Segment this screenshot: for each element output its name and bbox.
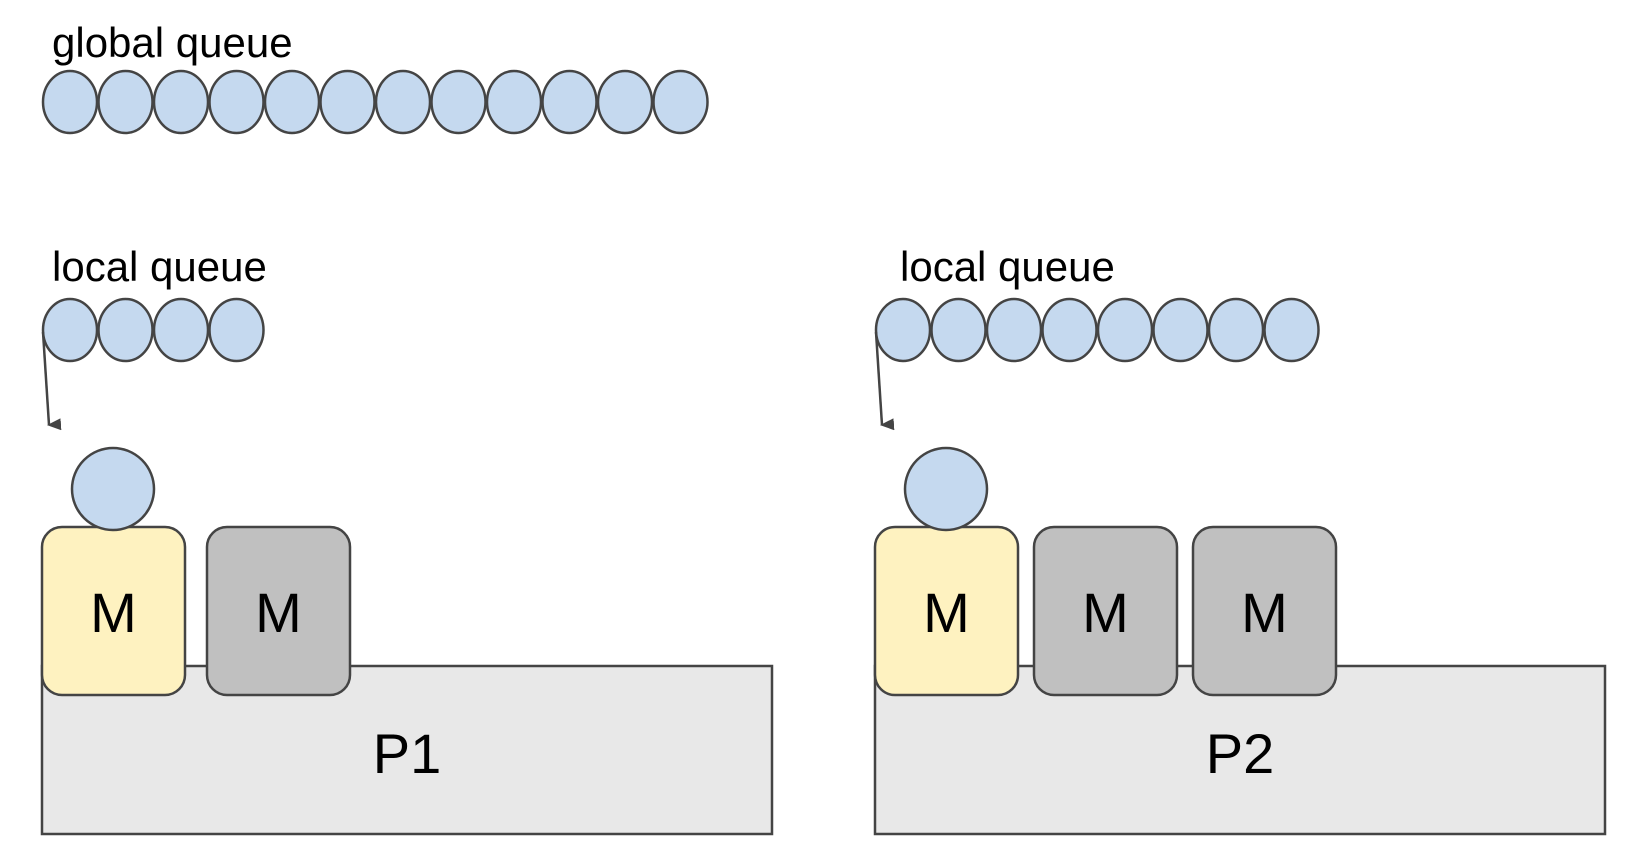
p2-local-queue-goroutine-5 (1096, 297, 1154, 363)
processor-p2: P2 M M M (873, 297, 1607, 836)
p2-thread-2-idle (1032, 525, 1179, 697)
p2-thread-1-label: M (923, 581, 970, 644)
global-queue-label: global queue (52, 19, 293, 66)
global-queue-goroutine-11 (596, 69, 654, 135)
global-queue-goroutine-6 (319, 69, 376, 135)
global-queue-goroutine-9 (485, 69, 543, 135)
p2-thread-3-label: M (1241, 581, 1288, 644)
p1-local-queue-goroutine-1 (41, 297, 99, 363)
global-queue-goroutine-8 (430, 69, 487, 135)
p1-processor-label: P1 (373, 722, 442, 785)
global-queue-goroutine-4 (208, 69, 265, 135)
p2-thread-3-idle (1191, 525, 1338, 697)
p2-local-queue-goroutine-1 (874, 297, 932, 363)
p1-thread-2-label: M (255, 581, 302, 644)
p1-thread-1-label: M (90, 581, 137, 644)
local-queue-label-p1: local queue (52, 243, 267, 290)
processor-p1: P1 M M (40, 297, 774, 836)
global-queue-goroutine-5 (263, 69, 321, 135)
local-queue-label-p2: local queue (900, 243, 1115, 290)
p2-local-queue-goroutine-8 (1263, 297, 1320, 363)
global-queue-goroutine-1 (41, 69, 99, 135)
p2-dequeue-arrow (874, 331, 895, 431)
p2-processor-label: P2 (1206, 722, 1275, 785)
global-queue-goroutine-3 (152, 69, 210, 135)
p2-thread-2-label: M (1082, 581, 1129, 644)
p1-running-goroutine (70, 446, 156, 532)
global-queue-goroutine-2 (97, 69, 154, 135)
p1-local-queue-goroutine-2 (97, 297, 154, 363)
p2-local-queue-goroutine-3 (985, 297, 1043, 363)
p2-running-goroutine (903, 446, 989, 532)
global-queue-goroutine-12 (652, 69, 709, 135)
p2-local-queue-goroutine-4 (1041, 297, 1098, 363)
global-queue (41, 69, 709, 135)
p1-local-queue-goroutine-3 (152, 297, 210, 363)
global-queue-goroutine-10 (541, 69, 598, 135)
p1-local-queue-goroutine-4 (208, 297, 265, 363)
p2-local-queue-goroutine-2 (930, 297, 987, 363)
p1-dequeue-arrow (41, 331, 62, 431)
p2-local-queue-goroutine-6 (1152, 297, 1209, 363)
p1-thread-2-idle (205, 525, 352, 697)
p2-local-queue-goroutine-7 (1207, 297, 1265, 363)
global-queue-goroutine-7 (374, 69, 432, 135)
